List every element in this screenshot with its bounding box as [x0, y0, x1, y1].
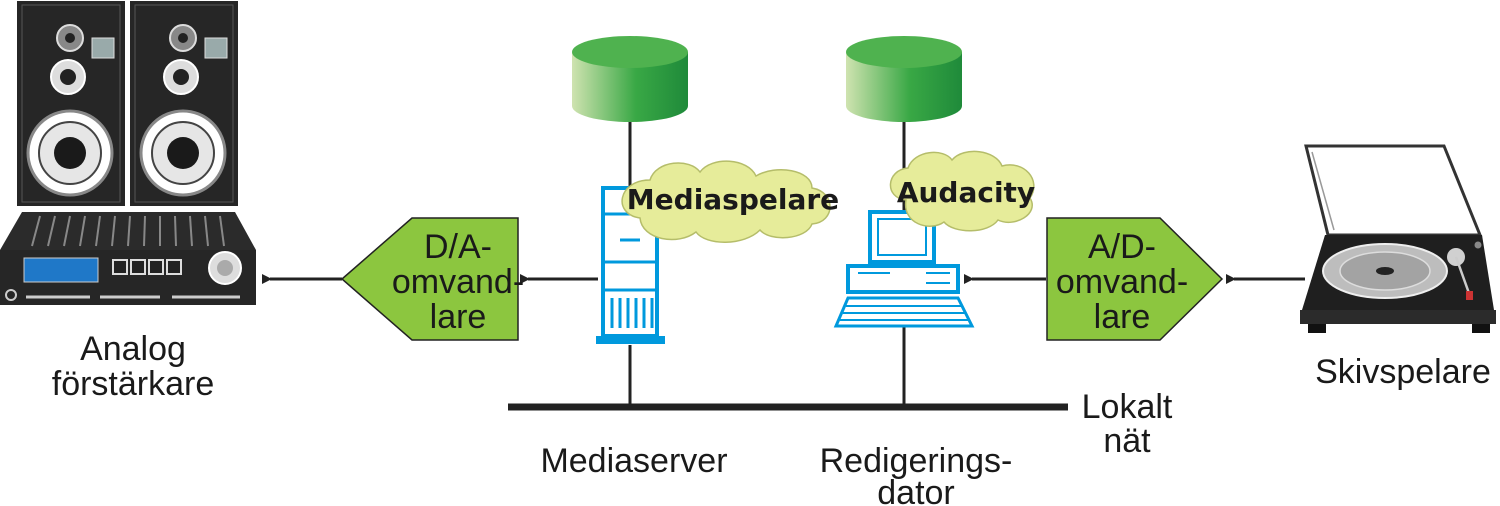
da-converter-line-3: lare: [430, 298, 487, 336]
da-converter-line-2: omvand-: [392, 263, 524, 301]
network-label-line-1: Lokalt: [1082, 388, 1173, 426]
amplifier-label-line-2: förstärkare: [52, 365, 215, 403]
database-cylinder-icon: [846, 36, 962, 122]
ad-converter-line-3: lare: [1094, 298, 1151, 336]
turntable-label: Skivspelare: [1315, 353, 1491, 391]
media-server-label: Mediaserver: [540, 442, 727, 480]
audacity-label: Audacity: [897, 176, 1035, 209]
ad-converter-line-2: omvand-: [1056, 263, 1188, 301]
ad-converter-line-1: A/D-: [1088, 228, 1156, 266]
media-player-label: Mediaspelare: [627, 183, 839, 216]
database-cylinder-icon: [572, 36, 688, 122]
amplifier-label-line-1: Analog: [80, 330, 186, 368]
da-converter-shape: [340, 217, 519, 341]
audacity-cloud: Audacity: [889, 150, 1035, 232]
editing-computer-label-line-2: dator: [877, 474, 955, 506]
network-lines: [508, 122, 1068, 411]
da-converter: D/A- omvand- lare: [340, 217, 524, 341]
ad-converter-shape: [1046, 217, 1224, 341]
network-label-line-2: nät: [1103, 422, 1151, 460]
media-player-cloud: Mediaspelare: [621, 160, 839, 243]
da-converter-line-1: D/A-: [424, 228, 492, 266]
desktop-computer-icon: [833, 210, 975, 328]
speaker-right: [130, 1, 238, 206]
editing-computer-label-line-1: Redigerings-: [820, 442, 1013, 480]
ad-converter: A/D- omvand- lare: [1046, 217, 1224, 341]
speaker-left: [17, 1, 125, 206]
stereo-amplifier-icon: [0, 212, 256, 305]
speaker-pair-icon: [17, 1, 238, 206]
turntable-icon: [1300, 144, 1496, 333]
